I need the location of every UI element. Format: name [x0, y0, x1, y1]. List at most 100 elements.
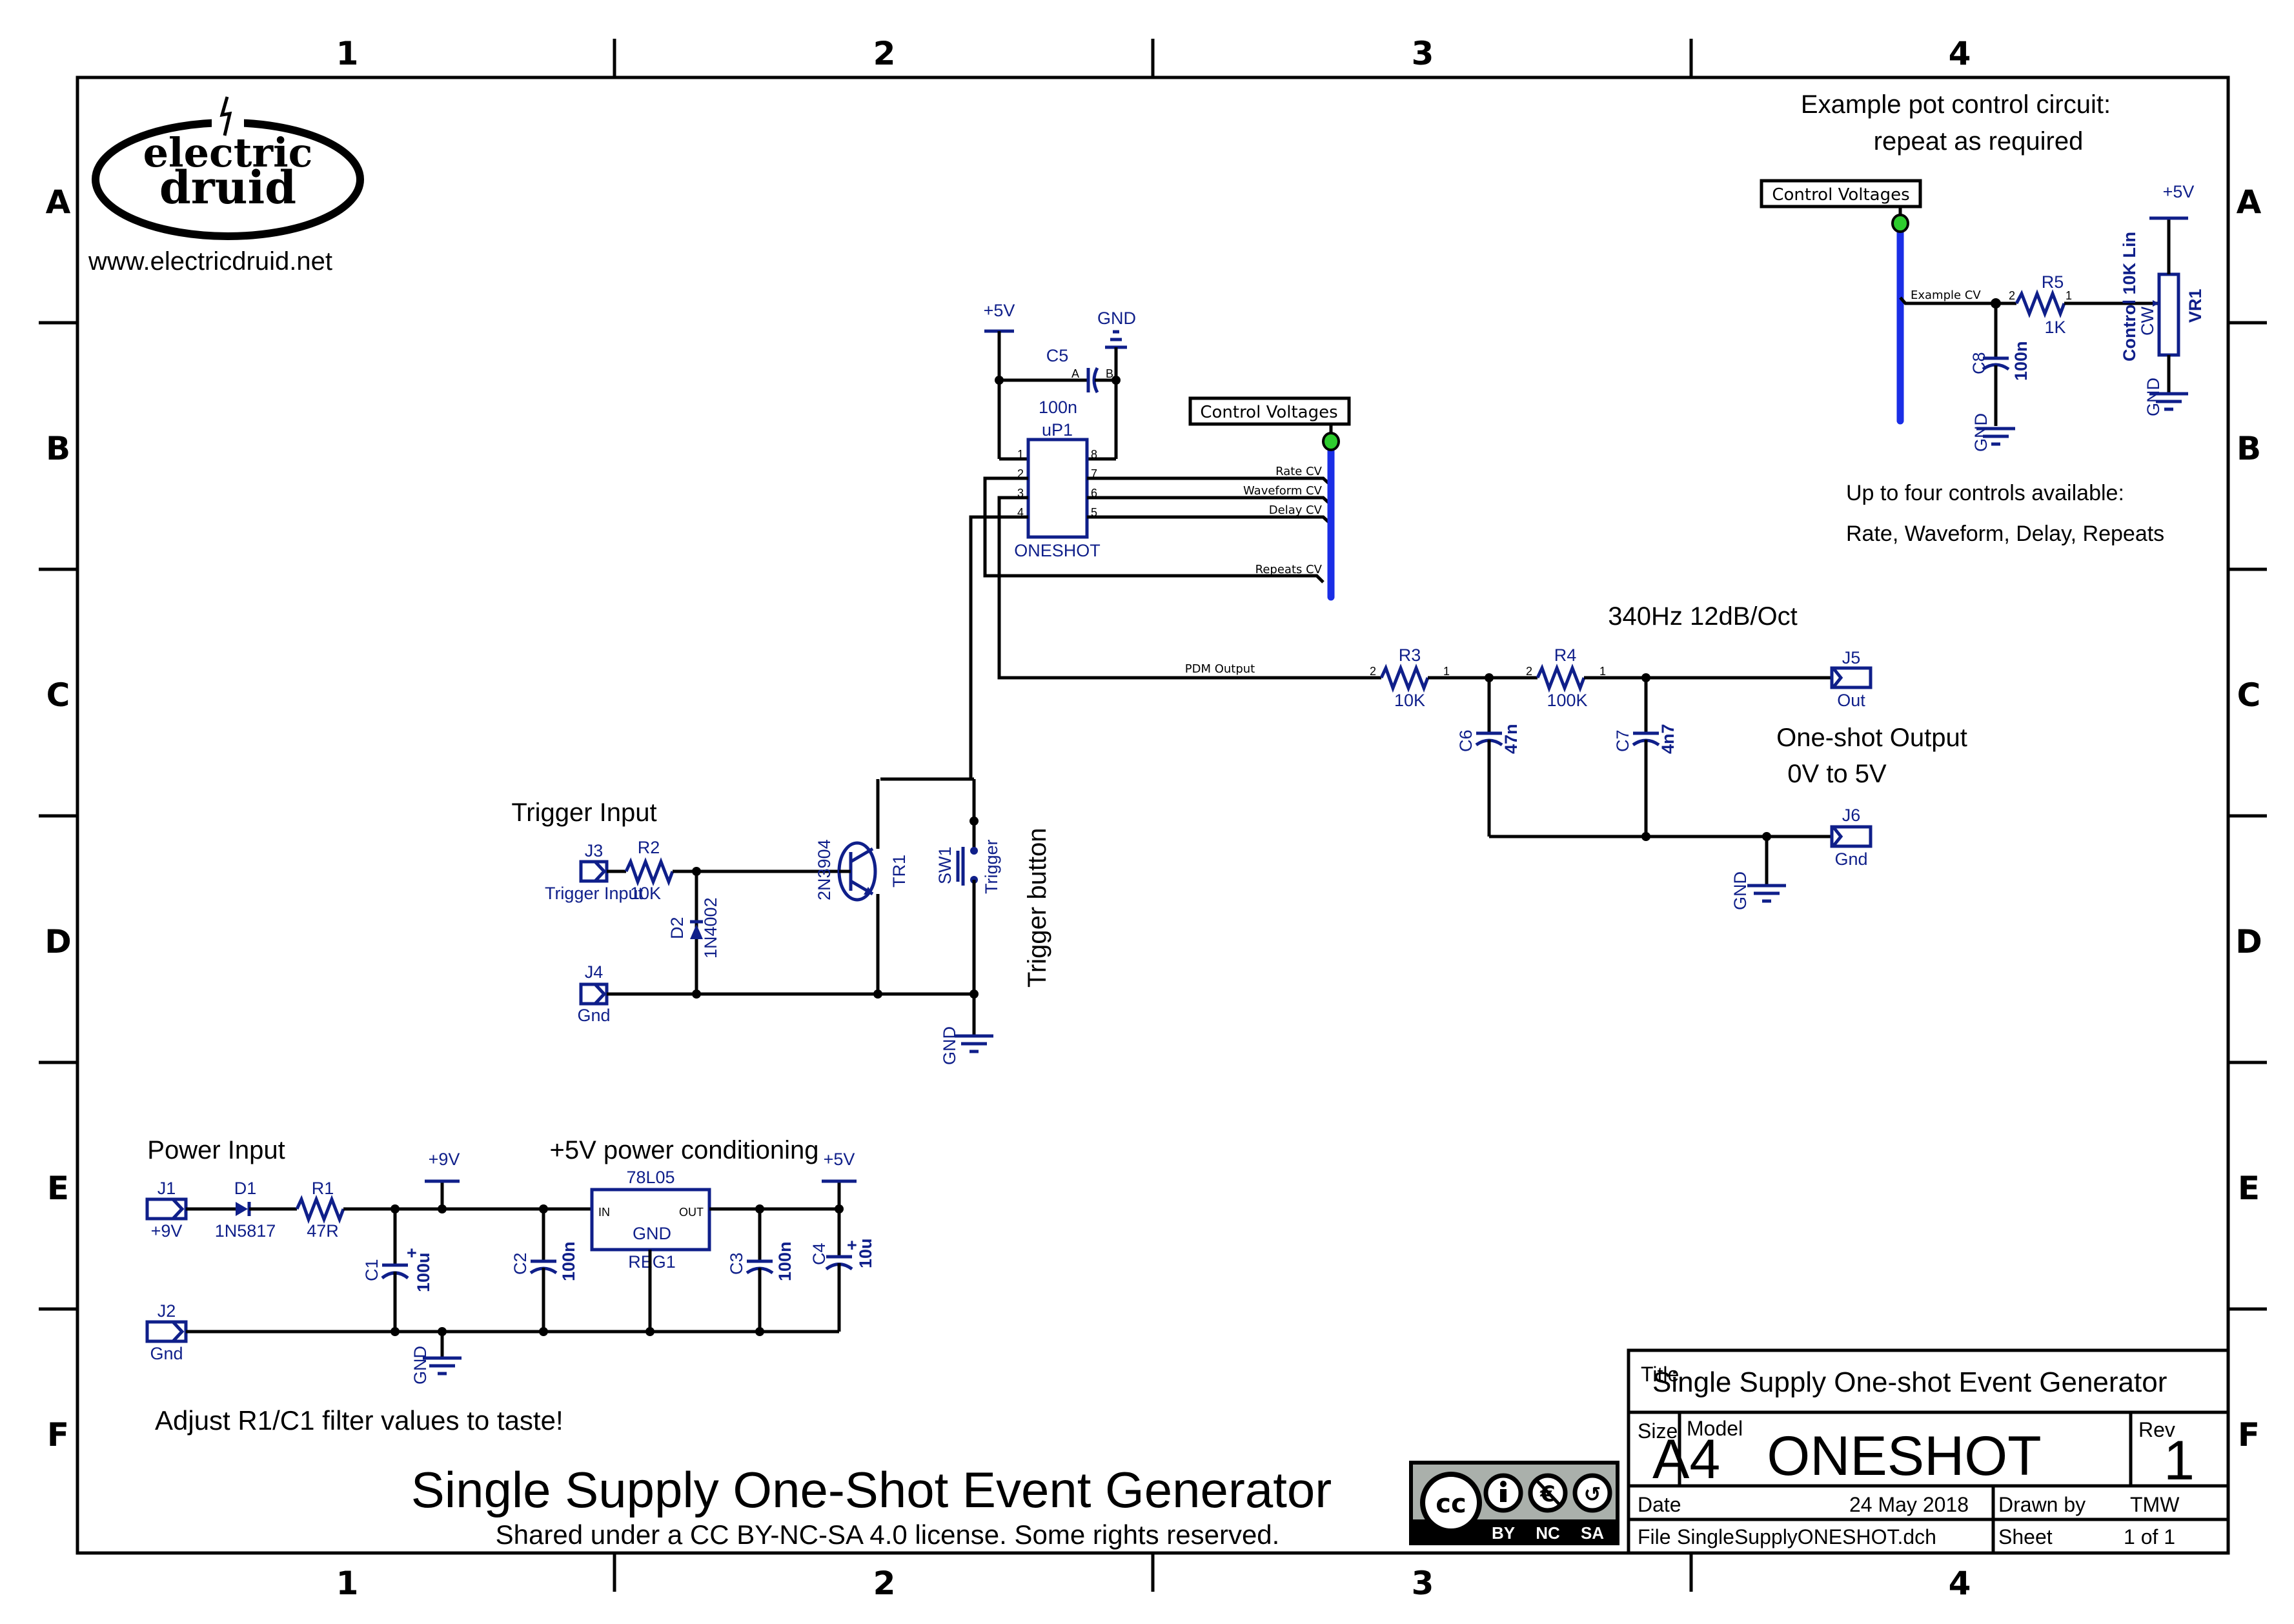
- cc-nc-label: NC: [1536, 1523, 1560, 1543]
- vr1-ref: VR1: [2186, 289, 2205, 323]
- grid-row-label: D: [2235, 923, 2262, 960]
- cc-license-badge[interactable]: cc € ↺ BY NC SA: [1409, 1461, 1619, 1545]
- note-pot-example-1: Example pot control circuit:: [1801, 90, 2111, 119]
- sharealike-icon: [1572, 1473, 1612, 1513]
- tb-rev: 1: [2164, 1430, 2195, 1492]
- resistor-r4: [1536, 664, 1586, 693]
- d2-ref: D2: [667, 917, 687, 939]
- website-link[interactable]: www.electricdruid.net: [88, 247, 332, 276]
- grid-col-label: 1: [336, 35, 359, 72]
- wiper-arrow-icon: [2153, 300, 2159, 307]
- lightning-icon: [219, 96, 232, 136]
- r1-ref: R1: [312, 1179, 334, 1198]
- connector-j2: [145, 1320, 188, 1343]
- power-label-5v: +5V: [824, 1150, 855, 1169]
- oneshot-chip-section: +5V GND C5 A B 100n uP1 ONESHOT 1 2 3 4 …: [880, 301, 1362, 781]
- bus-label: Control Voltages: [1772, 185, 1909, 205]
- wire-repeats: [983, 476, 1325, 584]
- c4-ref: C4: [809, 1243, 829, 1265]
- r3-ref: R3: [1399, 645, 1421, 665]
- potentiometer-vr1: [2157, 272, 2180, 357]
- pin-number: 3: [1017, 487, 1024, 500]
- note-adjust: Adjust R1/C1 filter values to taste!: [155, 1405, 563, 1436]
- grid-row-label: E: [47, 1170, 69, 1207]
- polarity-plus-icon: +: [847, 1235, 857, 1255]
- net-label-delay-cv: Delay CV: [1269, 503, 1323, 517]
- gnd-label: GND: [2144, 378, 2163, 416]
- j1-ref: J1: [157, 1179, 176, 1198]
- grid-row-label: F: [2238, 1416, 2260, 1454]
- uP1-value: ONESHOT: [1014, 541, 1101, 560]
- tb-title-label: Title: [1641, 1363, 1679, 1386]
- ground-symbol: [1747, 884, 1786, 903]
- d2-value: 1N4002: [701, 897, 720, 959]
- pin-number: 1: [1017, 448, 1024, 461]
- c6-value: 47n: [1501, 724, 1521, 754]
- note-power-conditioning: +5V power conditioning: [550, 1136, 819, 1164]
- vr1-cw-label: CW: [2138, 307, 2157, 336]
- net-label-repeats-cv: Repeats CV: [1255, 563, 1323, 576]
- grid-row-label: F: [47, 1416, 69, 1454]
- grid-col-label: 1: [336, 1565, 359, 1602]
- r4-value: 100K: [1547, 691, 1587, 710]
- attribution-body: [1500, 1489, 1507, 1502]
- sharealike-glyph: ↺: [1584, 1482, 1601, 1507]
- grid-row-label: E: [2238, 1170, 2260, 1207]
- tb-model: ONESHOT: [1767, 1425, 2041, 1487]
- d1-value: 1N5817: [215, 1221, 276, 1241]
- grid-col-label: 4: [1949, 35, 1971, 72]
- connector-j1: [145, 1197, 188, 1221]
- power-label-5v: +5V: [2163, 182, 2195, 201]
- note-output-2: 0V to 5V: [1787, 760, 1887, 788]
- pin-number: 1: [1599, 665, 1606, 678]
- pin-number: 1: [2066, 289, 2072, 302]
- gnd-label: GND: [1097, 309, 1136, 328]
- resistor-r1: [295, 1195, 345, 1224]
- pin-number: 5: [1091, 506, 1097, 519]
- grid-row-label: C: [2237, 676, 2261, 714]
- tb-title: Single Supply One-shot Event Generator: [1652, 1366, 2167, 1398]
- title-block-frame: [1627, 1348, 2230, 1555]
- title-block: Title Single Supply One-shot Event Gener…: [1627, 1348, 2230, 1555]
- pin-number: 8: [1091, 448, 1097, 461]
- junction: [1111, 376, 1121, 385]
- license-text: Shared under a CC BY-NC-SA 4.0 license. …: [496, 1519, 1280, 1550]
- pin-number: 2: [1526, 665, 1532, 678]
- junction: [539, 1327, 548, 1336]
- junction: [995, 376, 1004, 385]
- tb-date: 24 May 2018: [1849, 1493, 1969, 1516]
- power-label-5v: +5V: [984, 301, 1015, 320]
- c2-ref: C2: [511, 1252, 530, 1275]
- transistor-collector: [849, 847, 874, 864]
- note-trigger-button: Trigger button: [1023, 827, 1051, 988]
- connector-j4: [579, 982, 609, 1006]
- cc-by-label: BY: [1492, 1523, 1515, 1543]
- sheet-frame: 1 2 3 4 1 2 3 4 A B C D E F A B C D E F: [39, 35, 2267, 1602]
- capacitor-c5-curve: [1092, 367, 1099, 394]
- sheet-heading: Single Supply One-Shot Event Generator: [411, 1461, 1332, 1518]
- grid-row-label: D: [45, 923, 72, 960]
- bus-label: Control Voltages: [1200, 403, 1337, 422]
- tb-size: A4: [1652, 1428, 1720, 1490]
- tr1-value: 2N3904: [815, 839, 834, 900]
- note-controls-1: Up to four controls available:: [1846, 481, 2124, 505]
- pin-number: 4: [1017, 506, 1024, 519]
- reg1-pin-gnd: GND: [633, 1224, 671, 1243]
- tb-date-label: Date: [1638, 1493, 1681, 1516]
- c7-ref: C7: [1613, 729, 1632, 752]
- c3-ref: C3: [727, 1252, 746, 1275]
- net-label-waveform-cv: Waveform CV: [1243, 484, 1323, 498]
- d1-ref: D1: [234, 1179, 257, 1198]
- grid-col-label: 4: [1949, 1565, 1971, 1602]
- junction: [755, 1327, 764, 1336]
- cc-icon-text: cc: [1436, 1489, 1466, 1519]
- tr1-ref: TR1: [889, 855, 909, 888]
- tb-file-label: File: [1638, 1525, 1671, 1548]
- junction: [1641, 832, 1650, 841]
- junction: [692, 990, 701, 999]
- junction: [969, 990, 979, 999]
- r1-value: 47R: [307, 1221, 339, 1241]
- j3-ref: J3: [585, 841, 604, 860]
- bus-port-icon: [1891, 214, 1909, 233]
